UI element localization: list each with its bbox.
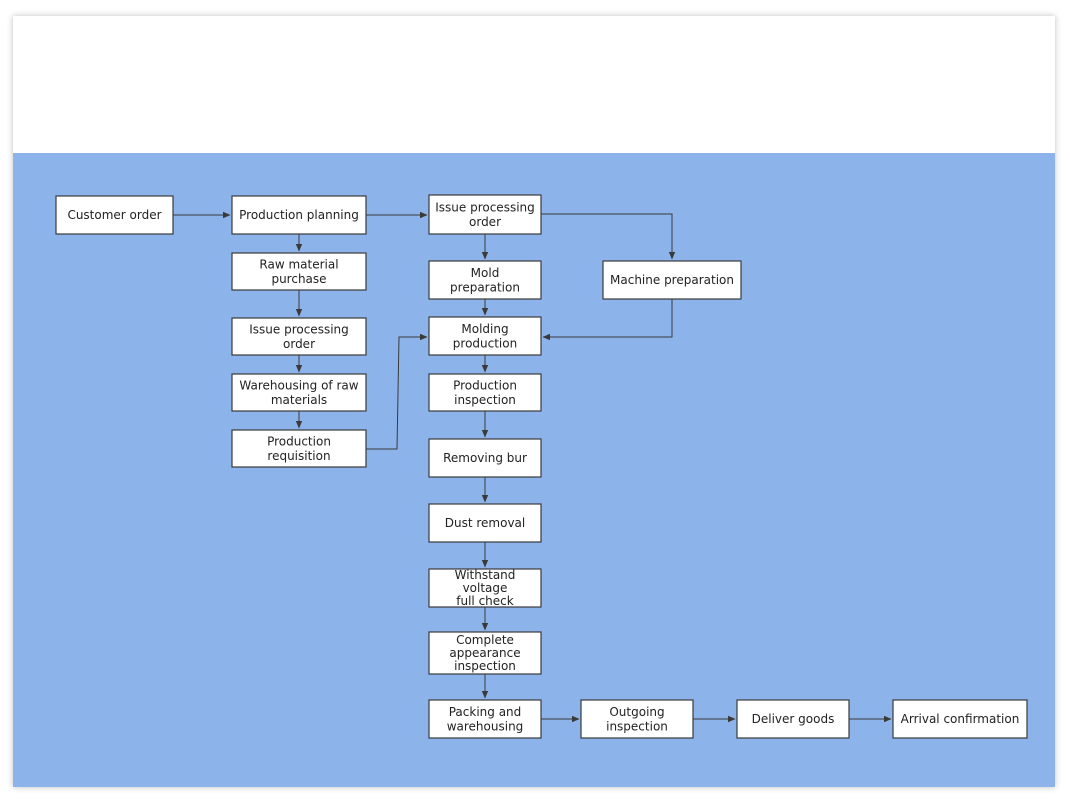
node-label-line: preparation xyxy=(450,280,520,294)
node-box xyxy=(736,699,850,739)
node-label-line: Molding xyxy=(461,322,508,336)
node-label-line: inspection xyxy=(606,719,668,733)
edge-machine-preparation-to-molding-production xyxy=(542,299,673,341)
node-label-line: Packing and xyxy=(449,705,522,719)
node-box xyxy=(55,195,174,235)
node-label-line: inspection xyxy=(454,393,516,407)
node-box xyxy=(231,195,367,235)
node-dust-removal: Dust removal xyxy=(428,503,542,543)
node-box xyxy=(428,568,542,608)
node-label-line: Machine preparation xyxy=(610,273,734,287)
node-box xyxy=(892,699,1028,739)
node-label-line: Complete xyxy=(456,633,514,647)
node-box xyxy=(428,631,542,675)
node-box xyxy=(231,252,367,291)
edge-layer xyxy=(173,211,892,723)
node-box xyxy=(428,373,542,412)
node-box xyxy=(580,699,694,739)
node-box xyxy=(428,194,542,235)
node-box xyxy=(602,260,742,300)
node-box xyxy=(231,373,367,412)
node-label-line: inspection xyxy=(454,659,516,673)
node-box xyxy=(428,438,542,478)
node-machine-preparation: Machine preparation xyxy=(602,260,742,300)
node-label-line: Warehousing of raw xyxy=(239,378,358,392)
node-deliver-goods: Deliver goods xyxy=(736,699,850,739)
node-box xyxy=(428,699,542,739)
node-label-line: voltage xyxy=(463,581,508,595)
node-label-line: requisition xyxy=(267,449,330,463)
node-label-line: Dust removal xyxy=(445,516,526,530)
node-label-line: Production xyxy=(267,434,331,448)
node-label-line: Production xyxy=(453,378,517,392)
node-label-line: full check xyxy=(456,594,513,608)
node-box xyxy=(428,503,542,543)
node-label-line: Production planning xyxy=(239,208,359,222)
node-label-line: Raw material xyxy=(259,257,338,271)
node-label-line: purchase xyxy=(271,272,326,286)
node-label-line: materials xyxy=(271,393,327,407)
node-label-line: warehousing xyxy=(447,719,524,733)
edge-issue-processing-order-top-to-machine-preparation xyxy=(541,213,676,260)
node-label-line: Customer order xyxy=(67,208,161,222)
node-box xyxy=(428,316,542,356)
node-removing-bur: Removing bur xyxy=(428,438,542,478)
node-production-planning: Production planning xyxy=(231,195,367,235)
node-label-line: order xyxy=(469,215,501,229)
node-label-line: production xyxy=(453,336,517,350)
node-customer-order: Customer order xyxy=(55,195,174,235)
node-box xyxy=(231,429,367,468)
node-label-line: Mold xyxy=(471,266,500,280)
node-label-line: appearance xyxy=(449,646,520,660)
node-label-line: Withstand xyxy=(455,568,516,582)
node-label-line: Arrival confirmation xyxy=(901,712,1020,726)
node-label-line: Issue processing xyxy=(435,200,535,214)
node-label-line: Issue processing xyxy=(249,322,349,336)
node-box xyxy=(428,260,542,300)
node-label-line: order xyxy=(283,337,315,351)
node-arrival-confirmation: Arrival confirmation xyxy=(892,699,1028,739)
node-label-line: Removing bur xyxy=(443,451,527,465)
node-box xyxy=(231,317,367,356)
edge-production-requisition-to-molding-production xyxy=(366,333,428,450)
node-label-line: Deliver goods xyxy=(752,712,835,726)
node-label-line: Outgoing xyxy=(609,705,664,719)
